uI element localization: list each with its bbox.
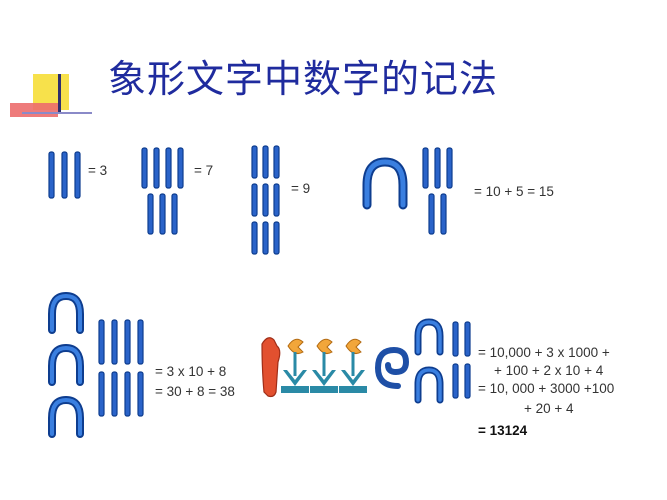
equation-nine: = 9 [291,181,311,196]
equation-fifteen: = 10 + 5 = 15 [474,184,554,199]
equation-big-result: = 13124 [478,423,528,438]
numeral-nine [251,145,280,255]
numeral-seven [141,147,184,235]
equation-three: = 3 [88,163,108,178]
numeral-three [48,151,81,199]
equation-big-line-2: + 100 + 2 x 10 + 4 [494,363,604,378]
equation-38-line-2: = 30 + 8 = 38 [155,384,235,399]
numeral-thirty-eight [48,291,144,438]
corner-decoration [10,74,92,117]
lotus-glyphs [281,338,367,393]
numeral-fifteen [362,147,453,235]
numeral-thirteen-thousand [261,318,471,404]
page-title: 象形文字中数字的记法 [108,57,499,101]
equation-big-line-1: = 10,000 + 3 x 1000 + [478,345,610,360]
equation-big-line-4: + 20 + 4 [524,401,574,416]
equation-38-line-1: = 3 x 10 + 8 [155,364,227,379]
equation-seven: = 7 [194,163,214,178]
equation-big-line-3: = 10, 000 + 3000 +100 [478,381,615,396]
